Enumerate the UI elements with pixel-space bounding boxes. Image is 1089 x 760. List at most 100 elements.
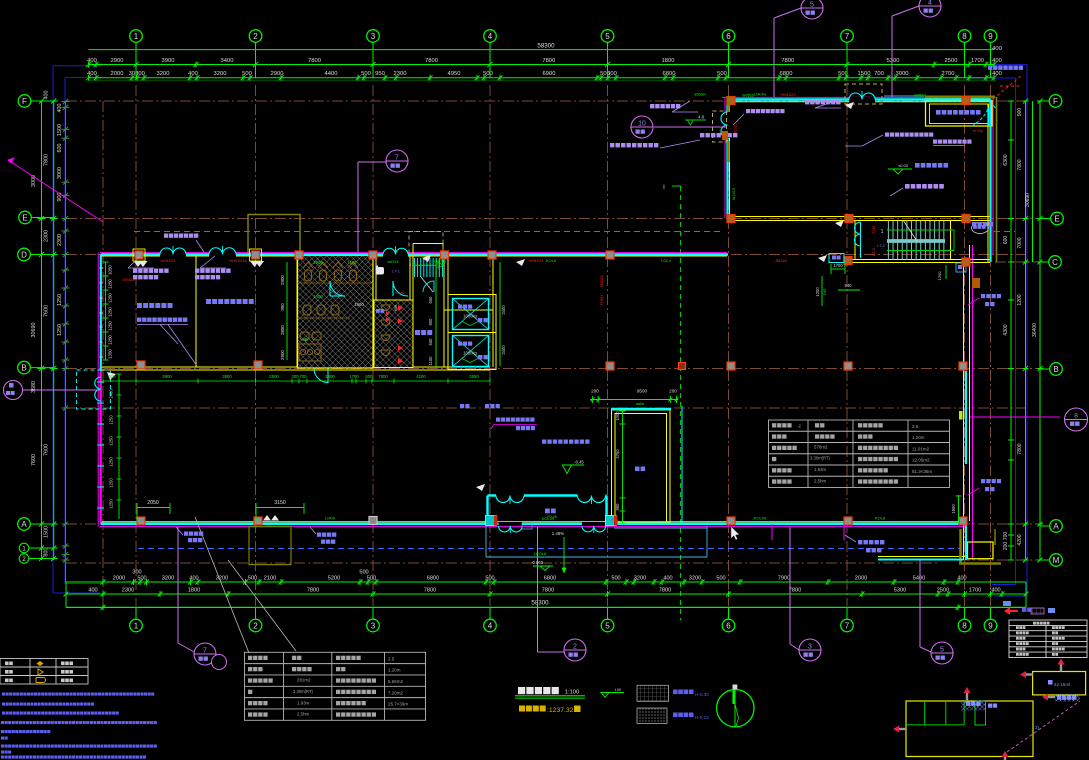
svg-text:2700: 2700 — [942, 71, 955, 77]
svg-text:M: M — [1053, 556, 1060, 565]
svg-text:2400: 2400 — [501, 345, 506, 355]
svg-text:500: 500 — [838, 71, 848, 77]
svg-text:3680: 3680 — [31, 381, 37, 393]
svg-text:5400: 5400 — [913, 575, 925, 581]
svg-text:400: 400 — [44, 91, 50, 100]
svg-text:200: 200 — [591, 389, 599, 394]
svg-text:-0.060: -0.060 — [531, 560, 544, 565]
svg-text:a50div: a50div — [694, 92, 706, 97]
svg-text:2300: 2300 — [394, 71, 407, 77]
svg-text:600: 600 — [365, 374, 373, 379]
svg-text:7800: 7800 — [424, 587, 436, 593]
svg-text:JM2: JM2 — [610, 517, 618, 522]
svg-text:LM09a: LM09a — [434, 259, 447, 264]
svg-text:500: 500 — [485, 575, 494, 581]
svg-text:6800: 6800 — [544, 575, 556, 581]
svg-text:2: 2 — [253, 621, 258, 630]
svg-text:1350: 1350 — [108, 349, 113, 359]
svg-text:LT-2: LT-2 — [877, 243, 885, 248]
svg-text:7.20m2: 7.20m2 — [388, 690, 404, 695]
svg-text:6300: 6300 — [1003, 154, 1009, 165]
svg-text:1: 1 — [22, 547, 26, 553]
svg-text:F: F — [1053, 97, 1058, 106]
svg-text:KOL8: KOL8 — [875, 516, 886, 521]
svg-text:7800: 7800 — [308, 58, 321, 64]
svg-text:400: 400 — [957, 575, 966, 581]
svg-text:400: 400 — [189, 575, 198, 581]
svg-text:700: 700 — [299, 374, 307, 379]
svg-text:1250: 1250 — [109, 478, 114, 488]
svg-text:2650: 2650 — [469, 374, 479, 379]
svg-text:w6314: w6314 — [387, 260, 398, 264]
svg-text:2900: 2900 — [280, 350, 285, 360]
svg-text:1:100: 1:100 — [565, 690, 580, 696]
svg-text:J: J — [409, 262, 411, 267]
svg-text:1500: 1500 — [858, 71, 871, 77]
svg-text:6800: 6800 — [427, 575, 439, 581]
svg-text:2500: 2500 — [945, 58, 958, 64]
svg-text:HM1024: HM1024 — [160, 258, 176, 263]
svg-text:1250: 1250 — [109, 457, 114, 467]
svg-text:540: 540 — [822, 288, 827, 295]
svg-text:578m2: 578m2 — [814, 445, 828, 450]
svg-text:500: 500 — [717, 71, 727, 77]
svg-text:1250: 1250 — [109, 499, 114, 509]
svg-text:5300: 5300 — [894, 587, 906, 593]
svg-text:2.5: 2.5 — [912, 424, 919, 429]
svg-text:10: 10 — [638, 121, 646, 128]
svg-text:11.01m2: 11.01m2 — [912, 446, 930, 451]
svg-text:1700: 1700 — [833, 263, 843, 268]
svg-text:3150: 3150 — [274, 500, 286, 506]
svg-text:1.20m: 1.20m — [912, 435, 925, 440]
svg-text:2500: 2500 — [269, 374, 279, 379]
svg-text:2000: 2000 — [111, 71, 124, 77]
svg-text:LT-1: LT-1 — [392, 269, 400, 274]
svg-text:4: 4 — [488, 32, 493, 41]
svg-text:25.7<36m: 25.7<36m — [388, 702, 408, 707]
svg-text:950: 950 — [615, 503, 620, 511]
svg-text:500: 500 — [361, 71, 371, 77]
svg-text:1100: 1100 — [428, 356, 433, 366]
svg-text:9: 9 — [988, 621, 993, 630]
svg-text:300: 300 — [129, 71, 139, 77]
svg-text:W1615: W1615 — [732, 188, 736, 200]
svg-text:36400: 36400 — [1032, 323, 1038, 337]
svg-text:3000: 3000 — [57, 167, 63, 179]
svg-text:2300: 2300 — [44, 230, 50, 242]
svg-text:2300: 2300 — [57, 234, 63, 246]
svg-text:1400: 1400 — [313, 294, 323, 299]
svg-text:7600: 7600 — [44, 305, 50, 317]
svg-text:4400: 4400 — [325, 71, 338, 77]
svg-text:7600: 7600 — [44, 444, 50, 456]
svg-text:51.3<36m: 51.3<36m — [912, 469, 932, 474]
svg-text:1000: 1000 — [615, 411, 620, 421]
svg-text:3000: 3000 — [31, 175, 37, 187]
svg-text:7800: 7800 — [781, 58, 794, 64]
svg-text:m My: m My — [973, 128, 983, 133]
svg-text:7800: 7800 — [44, 154, 50, 166]
svg-text:281m2: 281m2 — [297, 678, 311, 683]
svg-text:7800: 7800 — [659, 587, 671, 593]
svg-text:4200: 4200 — [1017, 534, 1023, 545]
svg-text:1700: 1700 — [971, 58, 984, 64]
svg-text:4950: 4950 — [448, 71, 461, 77]
svg-text:1250: 1250 — [108, 279, 113, 289]
svg-text:600: 600 — [1003, 236, 1009, 245]
svg-text:5200: 5200 — [328, 575, 340, 581]
svg-text:2900: 2900 — [111, 58, 124, 64]
svg-text:500: 500 — [600, 71, 610, 77]
svg-text:7800: 7800 — [307, 587, 319, 593]
svg-text:1250: 1250 — [109, 415, 114, 425]
svg-text:H-0.30: H-0.30 — [695, 692, 709, 697]
svg-text:1700: 1700 — [349, 374, 359, 379]
svg-text:2900: 2900 — [313, 260, 323, 265]
svg-text:500: 500 — [483, 71, 493, 77]
svg-text:HM1024a: HM1024a — [229, 258, 247, 263]
svg-text:400: 400 — [663, 575, 672, 581]
svg-text:1900: 1900 — [354, 302, 364, 307]
svg-text:400: 400 — [991, 587, 1000, 593]
svg-text:58300: 58300 — [531, 600, 549, 607]
svg-text:30690: 30690 — [31, 323, 37, 338]
svg-text:1000kg: 1000kg — [463, 351, 477, 356]
svg-text:1250: 1250 — [108, 307, 113, 317]
